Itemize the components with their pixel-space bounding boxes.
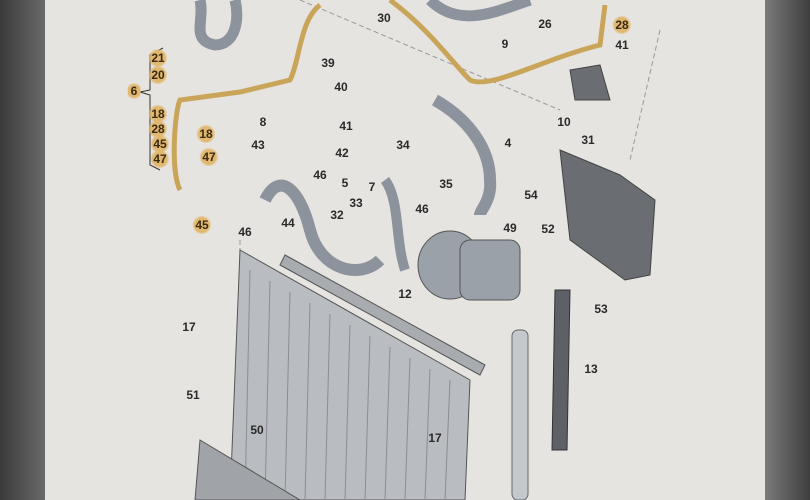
callout-28: 28	[612, 16, 632, 34]
callout-46: 46	[415, 202, 429, 216]
compressor	[417, 230, 521, 301]
leader-dashed	[629, 29, 661, 161]
hose-7	[380, 177, 410, 272]
callout-49: 49	[503, 221, 517, 235]
callout-8: 8	[259, 115, 267, 129]
refrigerant-pipe-gold	[388, 0, 608, 85]
callout-41: 41	[615, 38, 629, 52]
callout-21: 21	[148, 49, 168, 67]
bracket-52	[559, 149, 656, 281]
callout-51: 51	[186, 388, 200, 402]
callout-42: 42	[335, 146, 349, 160]
callout-5: 5	[341, 176, 349, 190]
callout-30: 30	[377, 11, 391, 25]
hose-4	[431, 94, 497, 217]
callout-31: 31	[581, 133, 595, 147]
callout-6: 6	[127, 82, 141, 100]
callout-41: 41	[339, 119, 353, 133]
seal-strip-13	[551, 289, 571, 451]
refrigerant-pipe-gold	[171, 3, 322, 192]
callout-46: 46	[238, 225, 252, 239]
callout-34: 34	[396, 138, 410, 152]
callout-45: 45	[150, 135, 170, 153]
callout-39: 39	[321, 56, 335, 70]
callout-18: 18	[148, 105, 168, 123]
callout-12: 12	[398, 287, 412, 301]
callout-50: 50	[250, 423, 264, 437]
callout-45: 45	[192, 216, 212, 234]
callout-53: 53	[594, 302, 608, 316]
callout-17: 17	[182, 320, 196, 334]
receiver-drier	[511, 329, 529, 500]
callout-4: 4	[504, 136, 512, 150]
callout-33: 33	[349, 196, 363, 210]
callout-26: 26	[538, 17, 552, 31]
callout-54: 54	[524, 188, 538, 202]
callout-13: 13	[584, 362, 598, 376]
monitor-bezel-left	[0, 0, 45, 500]
leader-dashed	[299, 0, 561, 111]
callout-43: 43	[251, 138, 265, 152]
bracket-10	[569, 64, 611, 101]
callout-44: 44	[281, 216, 295, 230]
callout-32: 32	[330, 208, 344, 222]
callout-18: 18	[196, 125, 216, 143]
callout-28: 28	[148, 120, 168, 138]
hose-top-right	[426, 0, 532, 22]
hose-5	[259, 179, 385, 276]
callout-47: 47	[199, 148, 219, 166]
callout-40: 40	[334, 80, 348, 94]
callout-47: 47	[150, 150, 170, 168]
callout-9: 9	[501, 37, 509, 51]
hose-top	[194, 0, 243, 51]
condenser	[194, 249, 486, 500]
callout-35: 35	[439, 177, 453, 191]
callout-20: 20	[148, 66, 168, 84]
callout-10: 10	[557, 115, 571, 129]
callout-17: 17	[428, 431, 442, 445]
monitor-bezel-right	[765, 0, 810, 500]
callout-7: 7	[368, 180, 376, 194]
callout-52: 52	[541, 222, 555, 236]
callout-46: 46	[313, 168, 327, 182]
